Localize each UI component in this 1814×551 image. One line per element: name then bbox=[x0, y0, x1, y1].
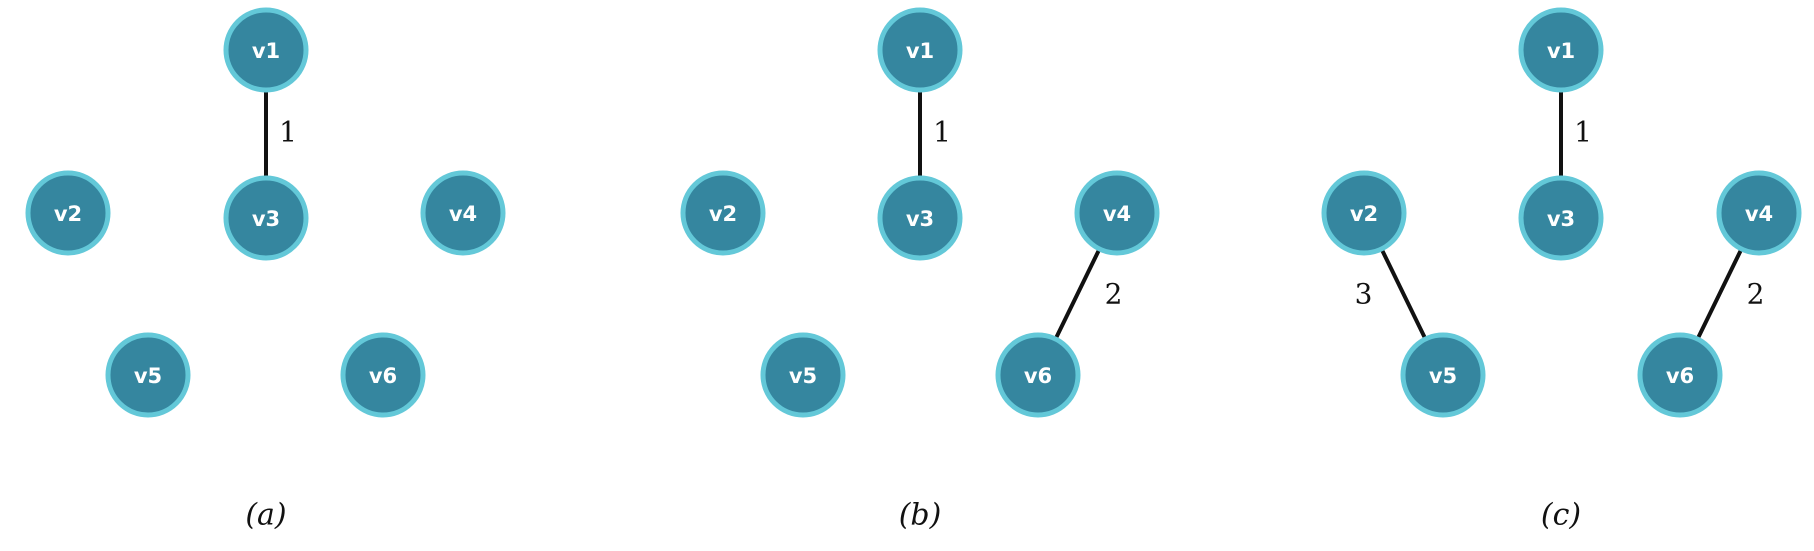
node-c-v6: v6 bbox=[1637, 332, 1723, 418]
edge-b-v4-v6 bbox=[1054, 248, 1101, 340]
node-circle bbox=[223, 7, 309, 93]
node-circle bbox=[223, 175, 309, 261]
node-label: v5 bbox=[134, 364, 162, 388]
node-a-v5: v5 bbox=[105, 332, 191, 418]
node-circle bbox=[760, 332, 846, 418]
caption-b: (b) bbox=[899, 498, 942, 533]
caption-c: (c) bbox=[1541, 498, 1581, 533]
node-b-v3: v3 bbox=[877, 175, 963, 261]
node-label: v1 bbox=[1547, 39, 1575, 63]
node-a-v1: v1 bbox=[223, 7, 309, 93]
node-c-v3: v3 bbox=[1518, 175, 1604, 261]
panel-c: 1 2 3 v1 v2 v3 v4 v5 v6 (c) bbox=[1321, 7, 1802, 533]
node-circle bbox=[1518, 175, 1604, 261]
node-a-v2: v2 bbox=[25, 170, 111, 256]
node-c-v2: v2 bbox=[1321, 170, 1407, 256]
node-label: v2 bbox=[54, 202, 82, 226]
node-c-v5: v5 bbox=[1400, 332, 1486, 418]
node-circle bbox=[1400, 332, 1486, 418]
edge-weight-b-v4-v6: 2 bbox=[1105, 278, 1123, 311]
node-label: v2 bbox=[1350, 202, 1378, 226]
edge-c-v4-v6 bbox=[1696, 248, 1743, 340]
caption-a: (a) bbox=[245, 498, 286, 533]
node-label: v6 bbox=[1024, 364, 1052, 388]
node-label: v2 bbox=[709, 202, 737, 226]
edge-weight-a-v1-v3: 1 bbox=[279, 116, 297, 149]
edge-weight-c-v1-v3: 1 bbox=[1574, 116, 1592, 149]
node-b-v6: v6 bbox=[995, 332, 1081, 418]
node-circle bbox=[1518, 7, 1604, 93]
node-circle bbox=[420, 170, 506, 256]
node-label: v3 bbox=[1547, 207, 1575, 231]
node-c-v4: v4 bbox=[1716, 170, 1802, 256]
node-b-v1: v1 bbox=[877, 7, 963, 93]
node-circle bbox=[680, 170, 766, 256]
node-label: v1 bbox=[252, 39, 280, 63]
node-label: v5 bbox=[1429, 364, 1457, 388]
node-label: v3 bbox=[252, 207, 280, 231]
node-circle bbox=[340, 332, 426, 418]
node-label: v4 bbox=[449, 202, 477, 226]
node-circle bbox=[1637, 332, 1723, 418]
node-circle bbox=[105, 332, 191, 418]
panel-a: 1 v1 v2 v3 v4 v5 v6 (a) bbox=[25, 7, 506, 533]
node-circle bbox=[995, 332, 1081, 418]
node-label: v5 bbox=[789, 364, 817, 388]
node-label: v4 bbox=[1103, 202, 1131, 226]
node-c-v1: v1 bbox=[1518, 7, 1604, 93]
edge-weight-c-v4-v6: 2 bbox=[1747, 278, 1765, 311]
node-a-v3: v3 bbox=[223, 175, 309, 261]
node-label: v1 bbox=[906, 39, 934, 63]
panel-b: 1 2 v1 v2 v3 v4 v5 v6 (b) bbox=[680, 7, 1160, 533]
edge-weight-b-v1-v3: 1 bbox=[933, 116, 951, 149]
edge-c-v2-v5 bbox=[1380, 248, 1427, 340]
node-b-v4: v4 bbox=[1074, 170, 1160, 256]
node-label: v6 bbox=[369, 364, 397, 388]
node-label: v4 bbox=[1745, 202, 1773, 226]
node-a-v6: v6 bbox=[340, 332, 426, 418]
node-a-v4: v4 bbox=[420, 170, 506, 256]
node-circle bbox=[1321, 170, 1407, 256]
node-circle bbox=[877, 7, 963, 93]
node-circle bbox=[25, 170, 111, 256]
node-label: v3 bbox=[906, 207, 934, 231]
node-circle bbox=[877, 175, 963, 261]
node-circle bbox=[1074, 170, 1160, 256]
node-b-v5: v5 bbox=[760, 332, 846, 418]
node-b-v2: v2 bbox=[680, 170, 766, 256]
node-circle bbox=[1716, 170, 1802, 256]
node-label: v6 bbox=[1666, 364, 1694, 388]
edge-weight-c-v2-v5: 3 bbox=[1355, 278, 1373, 311]
